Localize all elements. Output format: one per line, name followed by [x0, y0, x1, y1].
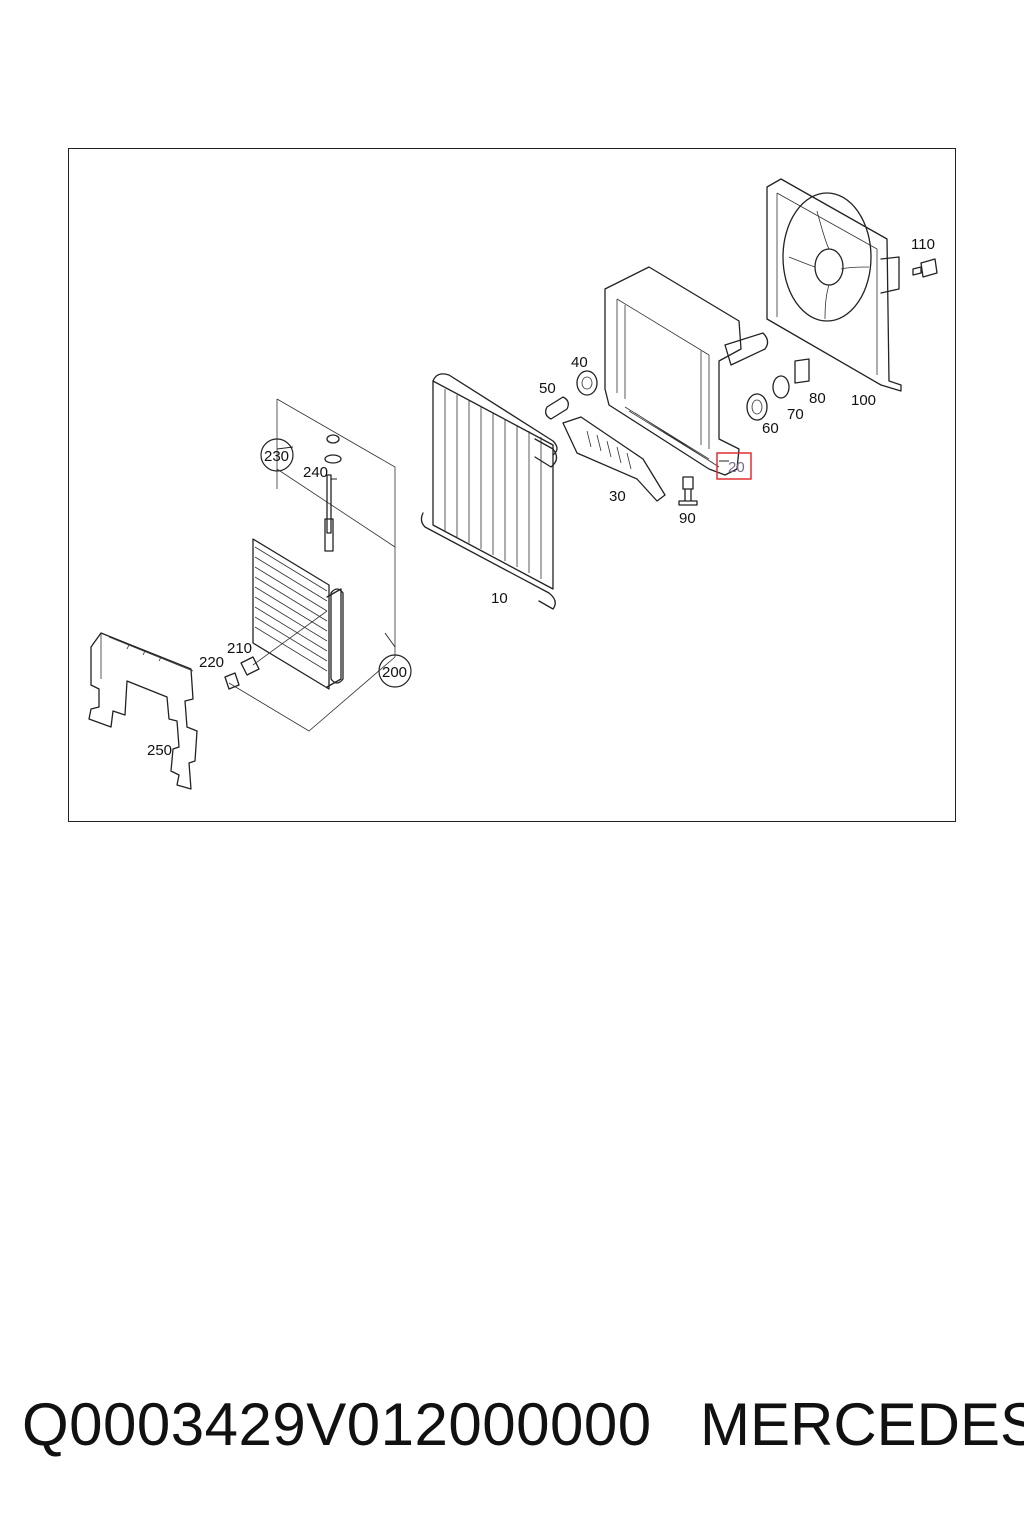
callout-200: 200 [382, 664, 407, 681]
part-90-bolt [678, 476, 698, 506]
callout-50: 50 [539, 380, 556, 397]
callout-210: 210 [227, 640, 252, 657]
part-200-condenser [224, 398, 396, 732]
part-10-radiator [420, 373, 558, 610]
exploded-parts-diagram: 10 20 30 40 50 60 70 80 90 100 110 200 2… [88, 178, 938, 790]
part-60-70-80-fasteners [746, 358, 810, 421]
callout-circle-230 [260, 438, 294, 472]
diagram-frame: 10 20 30 40 50 60 70 80 90 100 110 200 2… [68, 148, 956, 822]
callout-40: 40 [571, 354, 588, 371]
leader-lines [276, 446, 729, 648]
callout-230: 230 [264, 448, 289, 465]
callout-20: 20 [728, 459, 745, 476]
callout-240: 240 [303, 464, 328, 481]
part-20-shroud [604, 266, 769, 476]
callout-10: 10 [491, 590, 508, 607]
callout-250: 250 [147, 742, 172, 759]
part-code: Q0003429V012000000 [22, 1391, 652, 1458]
callout-60: 60 [762, 420, 779, 437]
part-110-screw [912, 258, 938, 278]
part-30-air-guide [562, 416, 666, 502]
callout-220: 220 [199, 654, 224, 671]
brand-name: MERCEDES [700, 1391, 1024, 1458]
callout-100: 100 [851, 392, 876, 409]
highlight-box-20 [716, 452, 752, 480]
callout-90: 90 [679, 510, 696, 527]
callout-circle-200 [378, 654, 412, 688]
part-100-fan [766, 178, 902, 392]
callout-70: 70 [787, 406, 804, 423]
callout-110: 110 [911, 236, 935, 253]
part-250-bracket [88, 632, 198, 790]
callout-80: 80 [809, 390, 826, 407]
callout-30: 30 [609, 488, 626, 505]
part-40-50-mounts [545, 370, 598, 420]
